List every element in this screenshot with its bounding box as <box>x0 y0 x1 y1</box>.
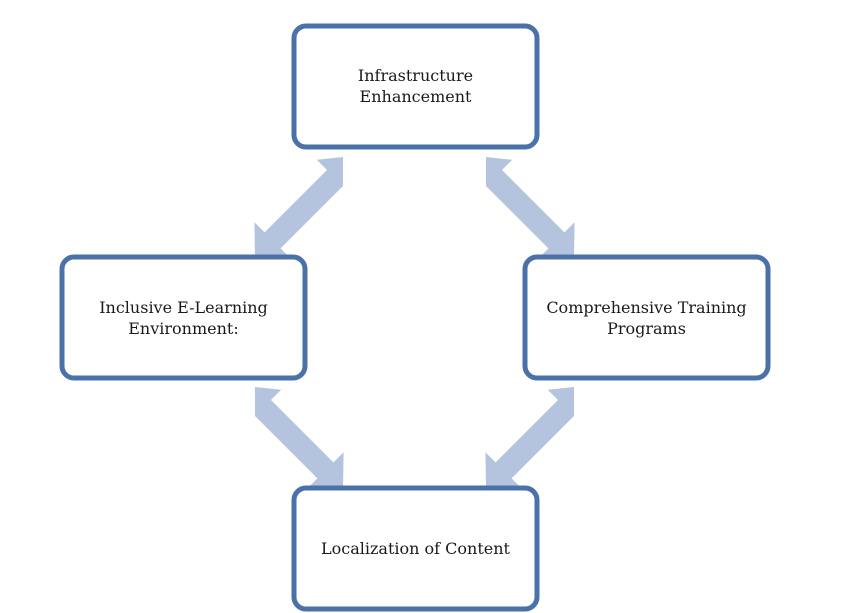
node-elearning-line-1: Inclusive E-Learning <box>99 298 268 317</box>
node-infrastructure-enhancement: Infrastructure Enhancement <box>291 23 540 150</box>
arrow-elearning-localization <box>255 387 344 489</box>
node-localization-of-content: Localization of Content <box>291 485 540 612</box>
arrow-infrastructure-training <box>486 157 575 259</box>
node-comprehensive-training: Comprehensive Training Programs <box>522 254 771 381</box>
node-inclusive-elearning: Inclusive E-Learning Environment: <box>59 254 308 381</box>
node-infrastructure-line-1: Infrastructure <box>358 66 473 85</box>
arrow-infrastructure-elearning <box>254 157 343 259</box>
node-localization-line-1: Localization of Content <box>321 539 511 558</box>
node-training-line-2: Programs <box>607 319 686 338</box>
node-infrastructure-line-2: Enhancement <box>360 87 473 106</box>
node-training-line-1: Comprehensive Training <box>546 298 746 317</box>
arrow-training-localization <box>485 387 574 489</box>
node-elearning-line-2: Environment: <box>128 319 239 338</box>
